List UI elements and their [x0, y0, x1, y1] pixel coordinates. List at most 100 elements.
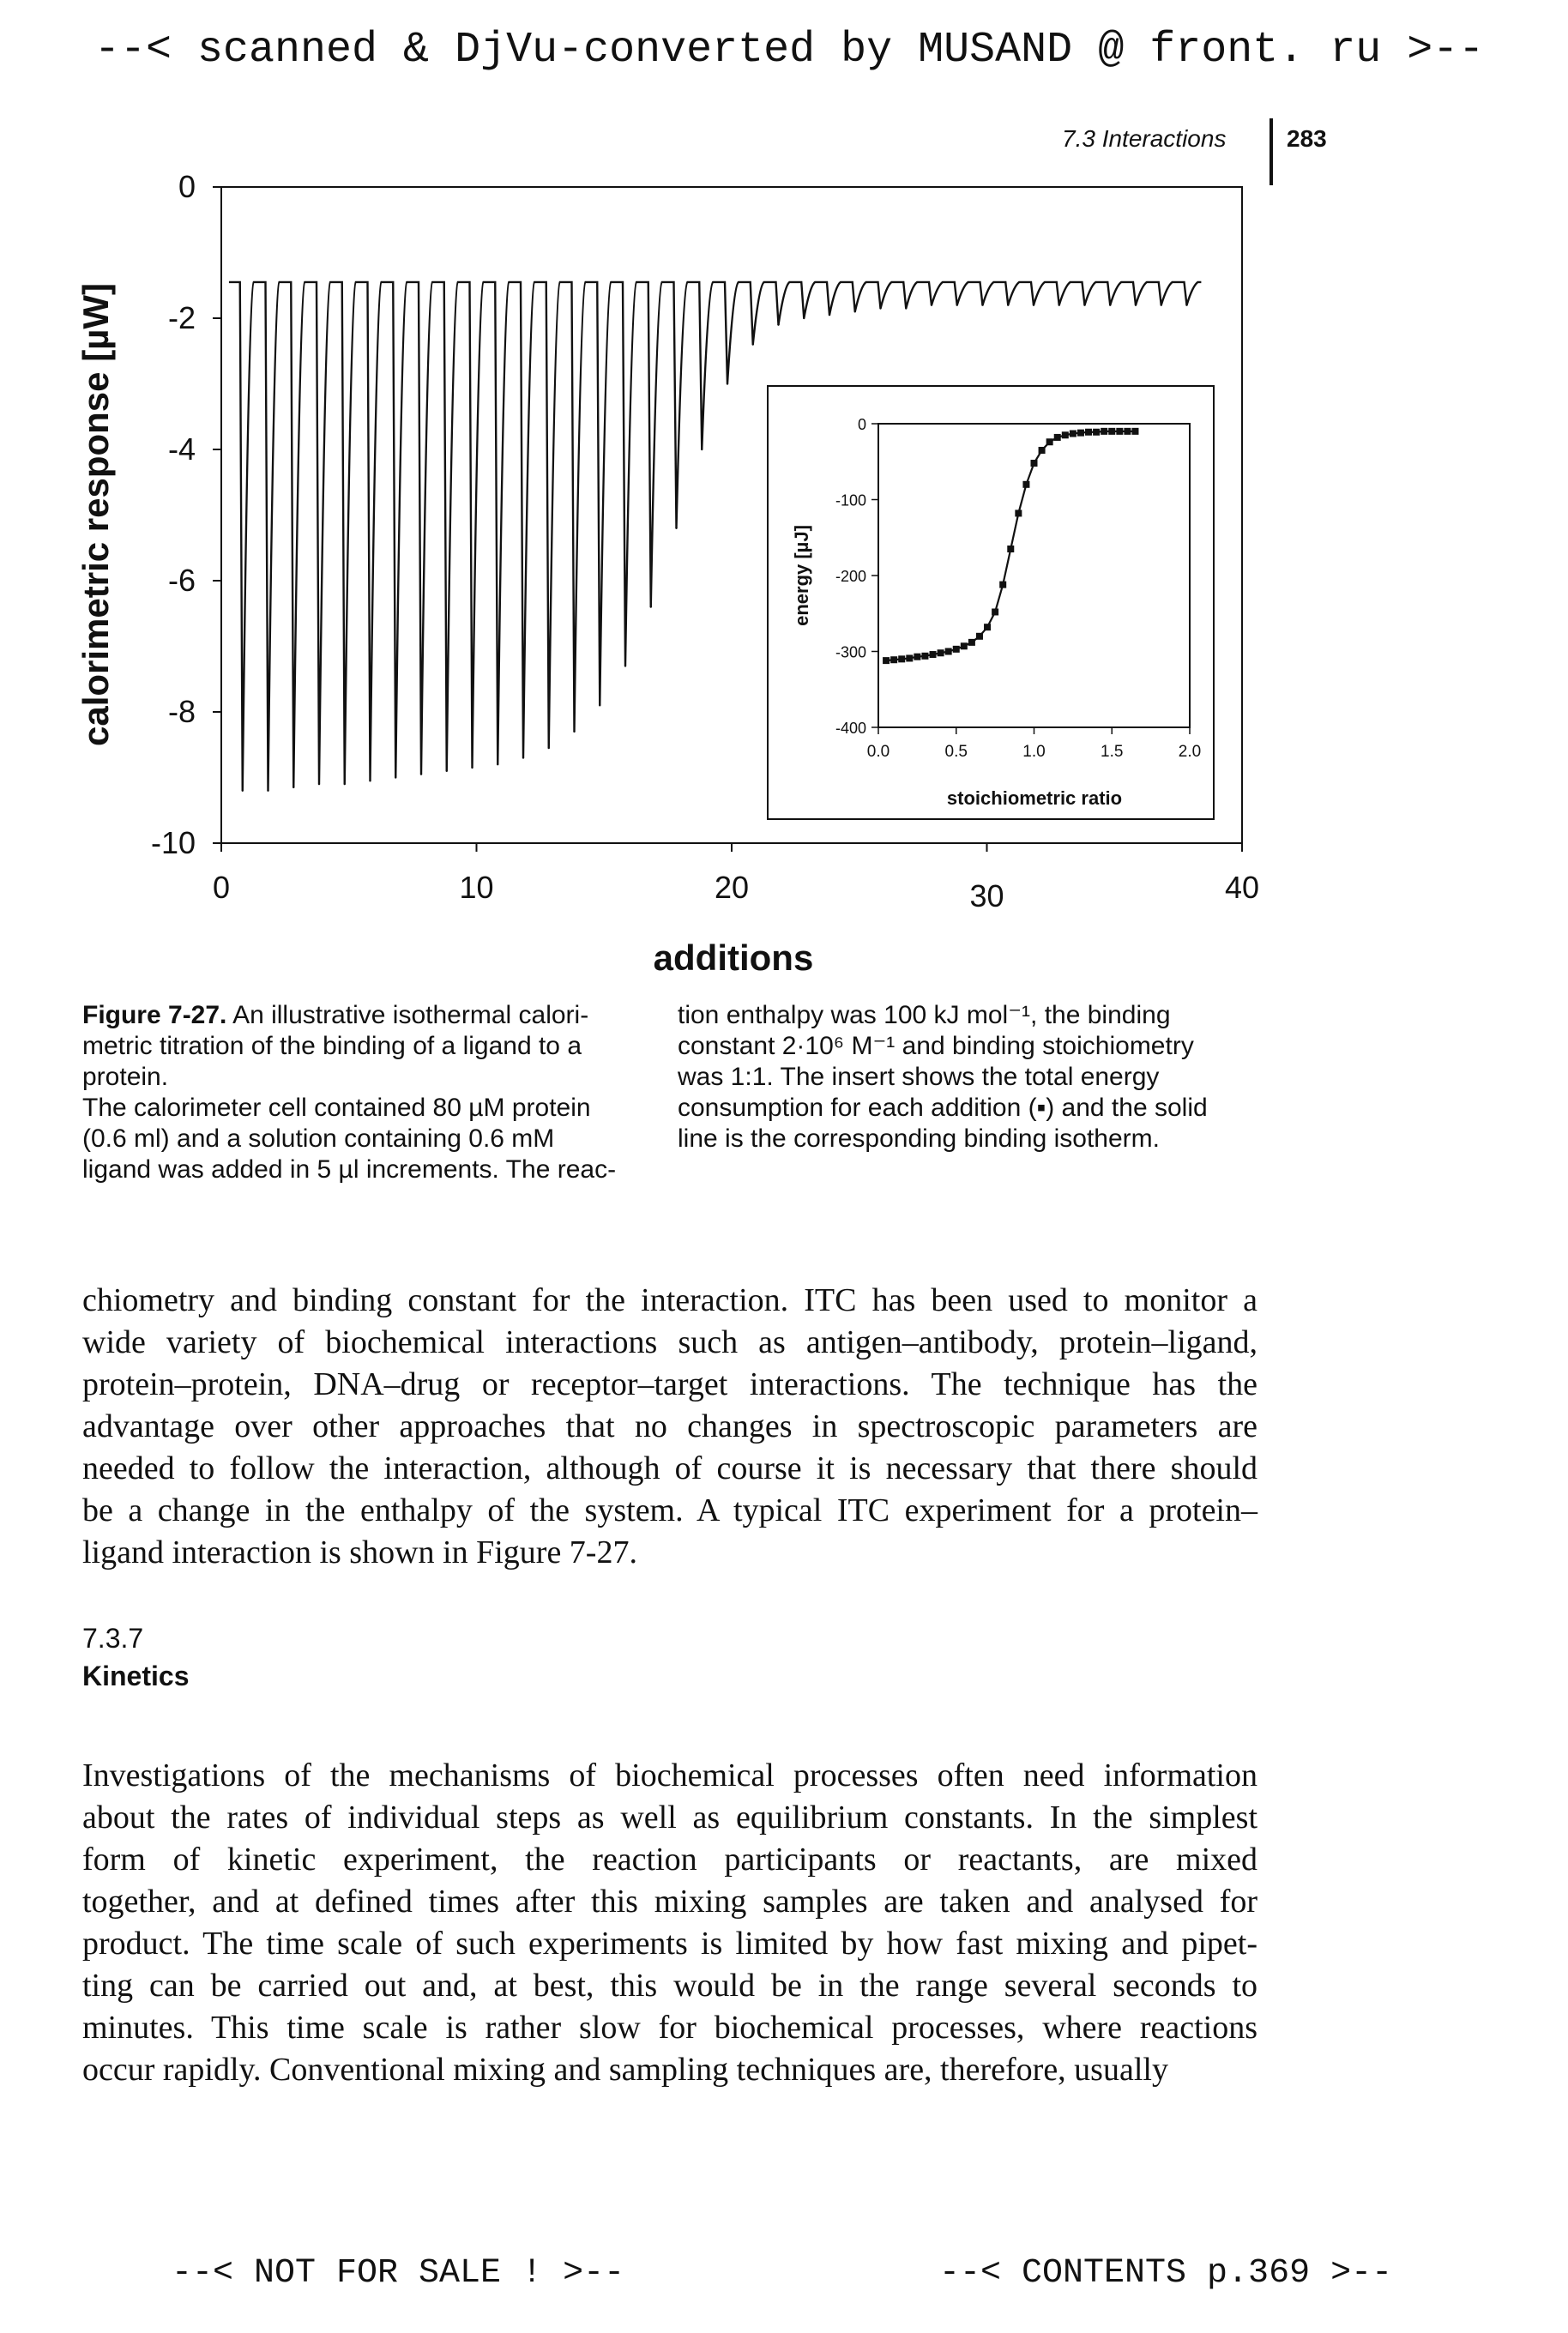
x-tick-label: 20 [715, 870, 749, 905]
inset-data-point [999, 581, 1007, 588]
body-paragraph: chiometry and binding constant for the i… [82, 1280, 1257, 1574]
inset-data-point [952, 645, 960, 653]
x-tick-label: 30 [969, 878, 1004, 913]
injection-peak [1007, 304, 1010, 306]
inset-data-point [914, 653, 921, 660]
injection-peak [879, 307, 882, 310]
inset-data-point [1015, 509, 1022, 517]
injection-peak [419, 773, 423, 775]
inset-data-point [929, 651, 937, 659]
injection-peak [547, 746, 550, 750]
inset-data-point [1101, 427, 1108, 435]
inset-y-tick-label: -100 [835, 492, 866, 509]
injection-peak [1160, 304, 1162, 306]
injection-peak [853, 310, 856, 313]
inset-y-tick-label: -300 [835, 644, 866, 661]
y-tick-label: 0 [178, 169, 196, 204]
injection-peak [573, 730, 576, 733]
inset-x-tick-label: 1.5 [1101, 743, 1123, 761]
injection-peak [956, 304, 958, 306]
body-line: advantage over other approaches that no … [82, 1408, 1257, 1444]
injection-peak [241, 789, 244, 792]
injection-peak [930, 304, 933, 306]
x-tick-label: 40 [1225, 870, 1259, 905]
caption-line: (0.6 ml) and a solution containing 0.6 m… [82, 1124, 555, 1153]
inset-data-point [1124, 427, 1131, 435]
inset-data-point [898, 655, 906, 663]
inset-data-point [1093, 428, 1101, 436]
caption-line: The calorimeter cell contained 80 µM pro… [82, 1094, 591, 1122]
y-tick-label: -8 [168, 694, 196, 729]
caption-line: protein. [82, 1063, 169, 1091]
running-head-section: 7.3 Interactions [1062, 125, 1227, 152]
inset-y-tick-label: -200 [835, 568, 866, 585]
body-line: occur rapidly. Conventional mixing and s… [82, 2052, 1168, 2088]
thermogram-trace [228, 280, 1202, 791]
caption-line: line is the corresponding binding isothe… [678, 1124, 1160, 1153]
injection-peak [1109, 304, 1112, 306]
injection-peak [624, 665, 627, 667]
inset-data-point [1030, 460, 1038, 467]
caption-text: An illustrative isothermal calori- [226, 1001, 589, 1029]
y-axis-label: calorimetric response [µW] [75, 283, 116, 746]
body-line: ligand interaction is shown in Figure 7-… [82, 1534, 637, 1570]
figure-caption-right: tion enthalpy was 100 kJ mol⁻¹, the bind… [678, 1000, 1278, 1154]
inset-frame [767, 385, 1215, 820]
inset-data-point [906, 654, 914, 662]
injection-peak [445, 769, 448, 773]
injection-peak [395, 776, 397, 779]
caption-line: tion enthalpy was 100 kJ mol⁻¹, the bind… [678, 1001, 1171, 1029]
inset-y-tick-label: -400 [835, 720, 866, 737]
x-axis-label: additions [654, 937, 814, 978]
body-line: minutes. This time scale is rather slow … [82, 2010, 1257, 2046]
inset-x-tick-label: 0.5 [945, 743, 968, 761]
x-tick-label: 0 [213, 870, 230, 905]
inset-y-tick-label: 0 [858, 416, 866, 433]
body-line: Investigations of the mechanisms of bioc… [82, 1757, 1257, 1793]
injection-peak [1185, 304, 1188, 306]
inset-data-point [1069, 430, 1076, 437]
section-number: 7.3.7 [82, 1623, 144, 1654]
inset-data-point [1076, 429, 1084, 437]
injection-peak [522, 757, 525, 759]
injection-peak [751, 343, 754, 346]
y-tick-label: -2 [168, 300, 196, 335]
x-tick-label: 10 [459, 870, 493, 905]
inset-data-point [1022, 480, 1030, 488]
inset-data-point [890, 656, 898, 664]
injection-peak [343, 782, 346, 786]
injection-peak [599, 704, 601, 707]
page-number: 283 [1287, 125, 1327, 152]
body-line: ting can be carried out and, at best, th… [82, 1968, 1257, 2004]
inset-data-point [992, 608, 999, 616]
y-tick-label: -10 [151, 825, 196, 860]
inset-data-point [968, 638, 975, 646]
body-line: about the rates of individual steps as w… [82, 1799, 1257, 1836]
figure-caption-left: Figure 7-27. An illustrative isothermal … [82, 1000, 648, 1185]
inset-data-point [937, 649, 944, 657]
inset-data-point [921, 652, 929, 660]
body-paragraph: Investigations of the mechanisms of bioc… [82, 1755, 1257, 2091]
injection-peak [981, 304, 984, 306]
inset-data-point [1108, 427, 1116, 435]
body-line: form of kinetic experiment, the reaction… [82, 1842, 1257, 1878]
caption-line: consumption for each addition (▪) and th… [678, 1094, 1208, 1122]
injection-peak [497, 763, 499, 766]
inset-x-axis-label: stoichiometric ratio [947, 787, 1122, 809]
inset-data-point [1053, 433, 1061, 441]
injection-peak [1058, 304, 1060, 306]
inset-data-point [1007, 546, 1015, 553]
scan-banner-bottom-left: --< NOT FOR SALE ! >-- [172, 2254, 625, 2293]
injection-peak [317, 782, 321, 786]
body-line: chiometry and binding constant for the i… [82, 1282, 1257, 1318]
inset-data-point [1061, 431, 1069, 439]
caption-line: constant 2·10⁶ M⁻¹ and binding stoichiom… [678, 1032, 1194, 1060]
scan-banner-bottom-right: --< CONTENTS p.369 >-- [939, 2254, 1393, 2293]
injection-peak [1083, 304, 1086, 306]
caption-line: was 1:1. The insert shows the total ener… [678, 1063, 1160, 1091]
inset-x-tick-label: 0.0 [867, 743, 890, 761]
injection-peak [701, 448, 703, 451]
injection-peak [1032, 304, 1035, 306]
